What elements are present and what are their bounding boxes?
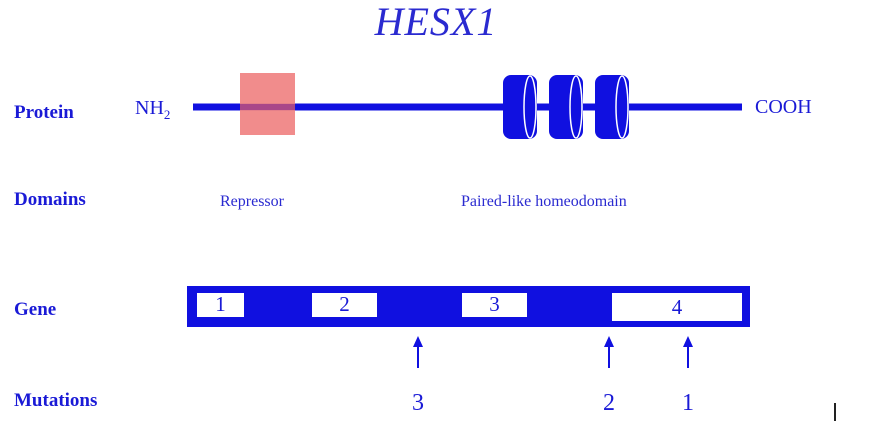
- row-label-gene: Gene: [14, 299, 57, 320]
- homeodomain-helix-2: [549, 75, 583, 139]
- domain-label-homeodomain: Paired-like homeodomain: [461, 193, 627, 210]
- mutation-arrow-3: [413, 336, 423, 368]
- c-terminus-label: COOH: [755, 96, 812, 118]
- exon-4-box: [612, 293, 742, 321]
- n-terminus-label: NH2: [135, 97, 170, 123]
- mutation-arrow-1: [683, 336, 693, 368]
- exon-2-label: 2: [339, 292, 350, 316]
- mutation-number-2: 2: [603, 390, 615, 416]
- exon-3-label: 3: [489, 292, 500, 316]
- row-label-protein: Protein: [14, 102, 74, 123]
- exon-1-label: 1: [215, 292, 226, 316]
- mutation-number-1: 1: [682, 390, 694, 416]
- n-terminus-subscript: 2: [163, 107, 171, 122]
- row-label-domains: Domains: [14, 189, 86, 210]
- homeodomain-helix-3: [595, 75, 629, 139]
- exon-2-box: [312, 293, 377, 317]
- diagram-title: HESX1: [374, 0, 498, 44]
- exon-3-box: [462, 293, 527, 317]
- domain-label-repressor: Repressor: [220, 193, 284, 210]
- row-label-mutations: Mutations: [14, 390, 98, 411]
- homeodomain-helix-1: [503, 75, 537, 139]
- exon-1-box: [197, 293, 244, 317]
- text-cursor: [834, 403, 836, 421]
- n-terminus-text: NH: [135, 97, 164, 119]
- mutation-arrow-2: [604, 336, 614, 368]
- mutation-number-3: 3: [412, 390, 424, 416]
- exon-4-label: 4: [671, 295, 683, 319]
